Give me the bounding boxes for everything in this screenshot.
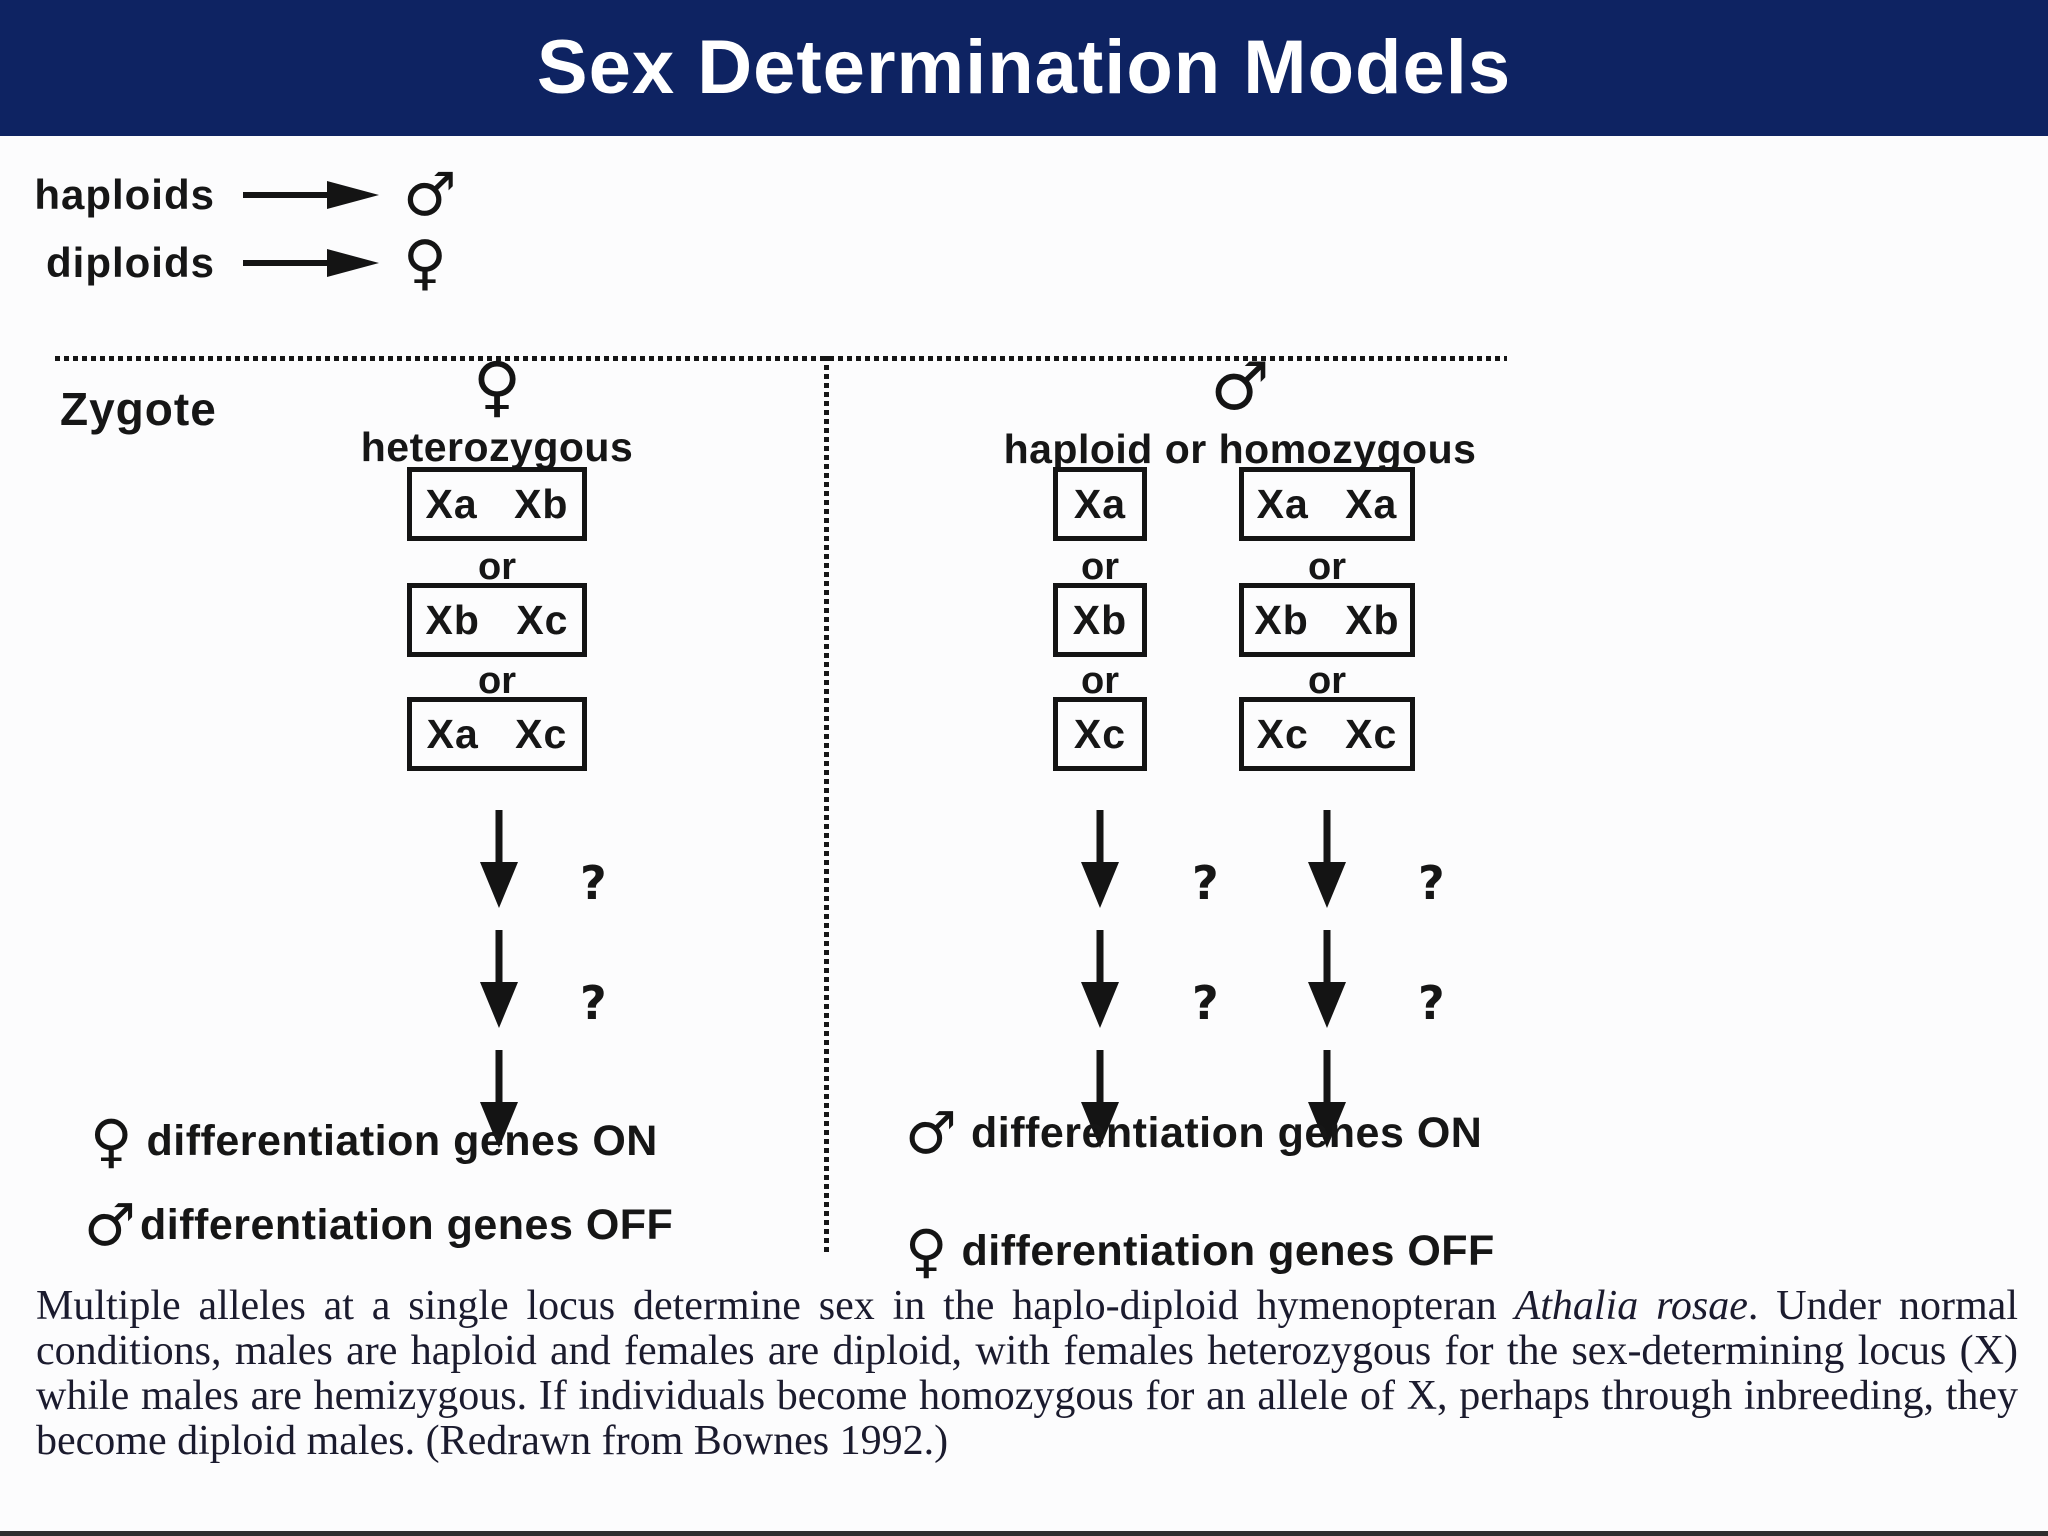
arrow-down-icon — [480, 810, 518, 908]
or-label: or — [1081, 660, 1119, 702]
legend-label: diploids — [46, 239, 215, 286]
female-icon: ♀ — [90, 1107, 133, 1175]
outcome-row: ♂ differentiation genes ON — [905, 1104, 1482, 1162]
bottom-edge — [0, 1531, 2048, 1536]
arrow-down-icon — [1081, 810, 1119, 908]
or-label: or — [478, 546, 516, 588]
genotype-box: Xb Xb — [1239, 583, 1415, 657]
or-label: or — [1308, 660, 1346, 702]
arrow-down-icon — [1308, 810, 1346, 908]
male-icon: ♂ — [1210, 348, 1270, 425]
question-mark: ? — [580, 976, 607, 1030]
male-branch-subtitle: haploid or homozygous — [1003, 426, 1477, 472]
outcome-row: ♀ differentiation genes ON — [90, 1112, 658, 1170]
legend-row-haploids: haploids ♂ — [0, 160, 457, 230]
outcome-text: differentiation genes OFF — [140, 1200, 674, 1249]
page-title: Sex Determination Models — [536, 25, 1512, 110]
male-icon: ♂ — [84, 1191, 136, 1259]
caption-species-name: Athalia rosae — [1514, 1283, 1748, 1329]
genotype-box: Xb — [1053, 583, 1147, 657]
outcome-text: differentiation genes ON — [146, 1116, 658, 1165]
question-mark: ? — [1192, 856, 1219, 910]
genotype-box: Xb Xc — [407, 583, 587, 657]
figure-caption: Multiple alleles at a single locus deter… — [36, 1284, 2018, 1464]
question-mark: ? — [1418, 856, 1445, 910]
question-mark: ? — [1418, 976, 1445, 1030]
arrow-right-icon — [243, 181, 379, 209]
arrow-right-icon — [243, 249, 379, 277]
vertical-divider — [824, 356, 829, 1256]
horizontal-divider — [55, 356, 1507, 361]
genotype-box: Xc Xc — [1239, 697, 1415, 771]
or-label: or — [478, 660, 516, 702]
or-label: or — [1308, 546, 1346, 588]
header-bar: Sex Determination Models — [0, 0, 2048, 136]
male-icon: ♂ — [905, 1099, 957, 1167]
outcome-row: ♀ differentiation genes OFF — [905, 1222, 1495, 1280]
female-icon: ♀ — [905, 1217, 948, 1285]
female-branch-subtitle: heterozygous — [360, 424, 634, 470]
arrow-down-icon — [1308, 1050, 1346, 1148]
genotype-box: Xa Xc — [407, 697, 587, 771]
legend-label: haploids — [34, 171, 215, 218]
arrow-down-icon — [1081, 930, 1119, 1028]
genotype-box: Xc — [1053, 697, 1147, 771]
female-icon: ♀ — [403, 228, 447, 298]
question-mark: ? — [580, 856, 607, 910]
arrow-down-icon — [1081, 1050, 1119, 1148]
outcome-row: ♂ differentiation genes OFF — [84, 1196, 673, 1254]
genotype-box: Xa Xb — [407, 467, 587, 541]
genotype-box: Xa — [1053, 467, 1147, 541]
genotype-box: Xa Xa — [1239, 467, 1415, 541]
caption-text: . Under normal conditions, males are hap… — [36, 1283, 2018, 1464]
male-icon: ♂ — [403, 160, 457, 230]
arrow-down-icon — [480, 930, 518, 1028]
arrow-down-icon — [480, 1050, 518, 1148]
outcome-text: differentiation genes ON — [971, 1108, 1483, 1157]
or-label: or — [1081, 546, 1119, 588]
arrow-down-icon — [1308, 930, 1346, 1028]
caption-text: Multiple alleles at a single locus deter… — [36, 1283, 1515, 1329]
question-mark: ? — [1192, 976, 1219, 1030]
female-icon: ♀ — [472, 348, 522, 425]
legend-row-diploids: diploids ♀ — [0, 228, 447, 298]
outcome-text: differentiation genes OFF — [961, 1226, 1495, 1275]
zygote-label: Zygote — [60, 383, 217, 435]
